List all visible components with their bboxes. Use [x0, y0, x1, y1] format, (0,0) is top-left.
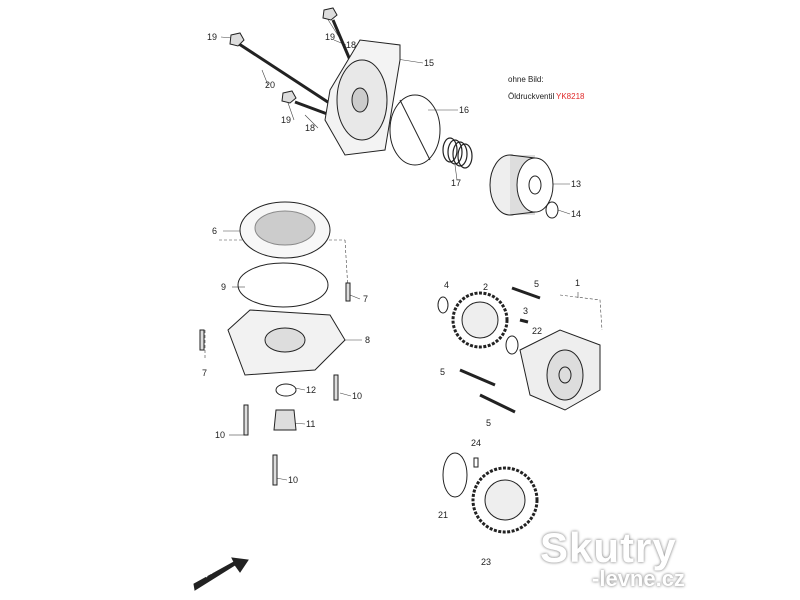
stud-bolt-20 [235, 40, 341, 112]
o-ring-14 [545, 201, 559, 219]
part-label: 7 [363, 294, 369, 304]
part-label: 5 [486, 418, 492, 428]
fwd-arrow-icon [193, 557, 249, 591]
part-label: 18 [305, 123, 316, 133]
washer-22 [505, 335, 519, 355]
circlip-21 [442, 452, 468, 498]
drive-gear-23 [471, 466, 539, 534]
screw-5b [459, 368, 496, 387]
part-label: 10 [288, 475, 299, 485]
part-label: 6 [212, 226, 218, 236]
part-label: 12 [306, 385, 317, 395]
part-label: 13 [571, 179, 582, 189]
part-label: 2 [483, 282, 489, 292]
part-label: 14 [571, 209, 582, 219]
part-label: 7 [202, 368, 208, 378]
screw-5 [511, 286, 541, 300]
oil-filter-13 [489, 154, 554, 216]
part-label: 19 [281, 115, 292, 125]
screw-5c [479, 393, 516, 414]
part-label: 17 [451, 178, 462, 188]
strainer-base-8 [227, 309, 346, 376]
watermark-logo: Skutry -levne.cz [540, 527, 685, 591]
oil-pump-1 [519, 329, 601, 411]
part-label: 1 [575, 278, 581, 288]
part-label: 21 [438, 510, 449, 520]
bolt-10c [272, 454, 278, 486]
spring-17 [442, 137, 473, 169]
nut-19 [229, 32, 245, 47]
part-label: 24 [471, 438, 482, 448]
part-label: 20 [265, 80, 276, 90]
part-label: 16 [459, 105, 470, 115]
part-label: 10 [215, 430, 226, 440]
part-label: 9 [221, 282, 227, 292]
pump-gear-2 [451, 291, 509, 349]
note-item: Öldruckventil [508, 92, 555, 101]
part-label: 8 [365, 335, 371, 345]
strainer-cover-6 [239, 201, 331, 259]
nut-19c [281, 90, 297, 104]
note-code: YK8218 [556, 92, 585, 101]
watermark-line2: -levne.cz [592, 566, 685, 591]
part-label: 18 [346, 40, 357, 50]
part-label: 4 [444, 280, 450, 290]
part-label: 19 [325, 32, 336, 42]
bolt-10 [333, 374, 339, 401]
o-ring-9 [237, 262, 329, 308]
part-label: 10 [352, 391, 363, 401]
bolt-7b [199, 329, 205, 351]
watermark-line1: Skutry [540, 524, 677, 571]
part-label: 11 [306, 419, 316, 429]
o-ring-12 [275, 383, 297, 397]
part-label: 22 [532, 326, 543, 336]
note-title: ohne Bild: [508, 75, 544, 84]
part-label: 23 [481, 557, 492, 567]
bolt-10b [243, 404, 249, 436]
drain-plug-11 [273, 409, 297, 431]
part-label: 15 [424, 58, 435, 68]
bolt-7 [345, 282, 351, 302]
circlip-4 [437, 296, 449, 314]
pin-3 [519, 318, 529, 324]
pin-24 [473, 457, 479, 468]
filter-cover-15 [324, 39, 401, 156]
o-ring-16 [389, 94, 441, 166]
part-label: 5 [440, 367, 446, 377]
part-label: 3 [523, 306, 529, 316]
part-label: 5 [534, 279, 540, 289]
nut-19b [322, 7, 338, 21]
part-label: 19 [207, 32, 218, 42]
